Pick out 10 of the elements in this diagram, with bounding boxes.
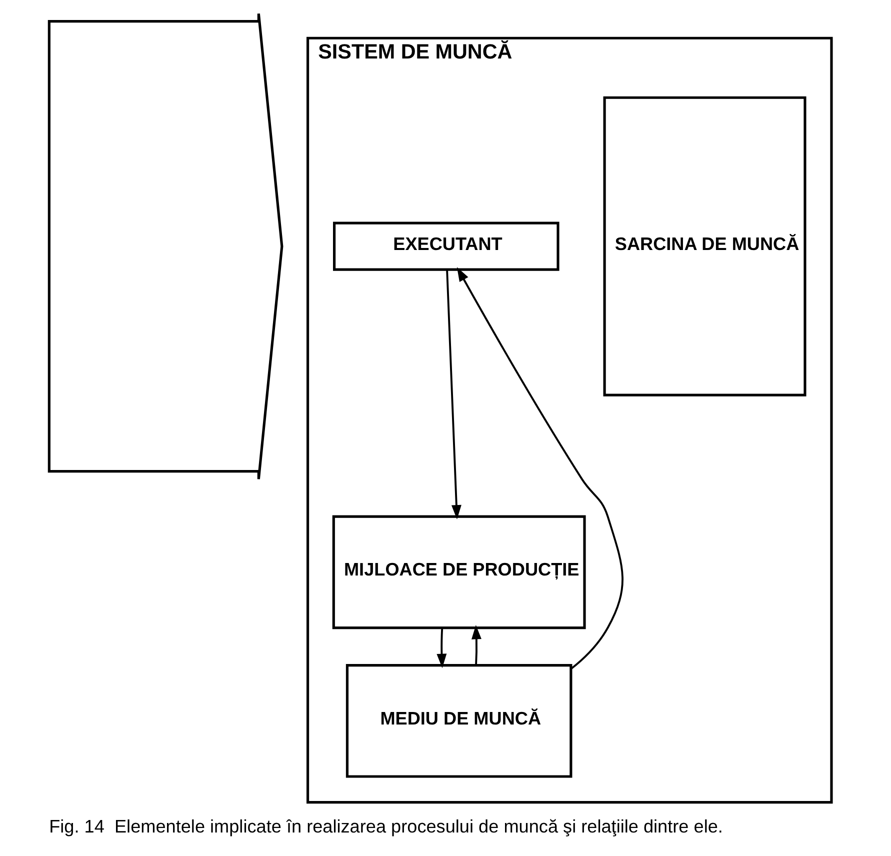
arrow xyxy=(471,624,482,666)
arrow xyxy=(456,267,624,670)
arrow xyxy=(446,270,462,520)
node-box: MEDIU DE MUNCĂ xyxy=(346,664,572,778)
node-box: EXECUTANT xyxy=(333,222,560,271)
caption: Fig. 14 Elementele implicate în realizarea procesului de muncă şi relaţiile dintre ele. xyxy=(49,816,723,836)
node-box: SARCINA DE MUNCĂ xyxy=(603,96,806,396)
arrow xyxy=(436,628,447,668)
node-box: MIJLOACE DE PRODUCȚIE xyxy=(332,515,586,630)
node-arrow xyxy=(48,12,284,480)
